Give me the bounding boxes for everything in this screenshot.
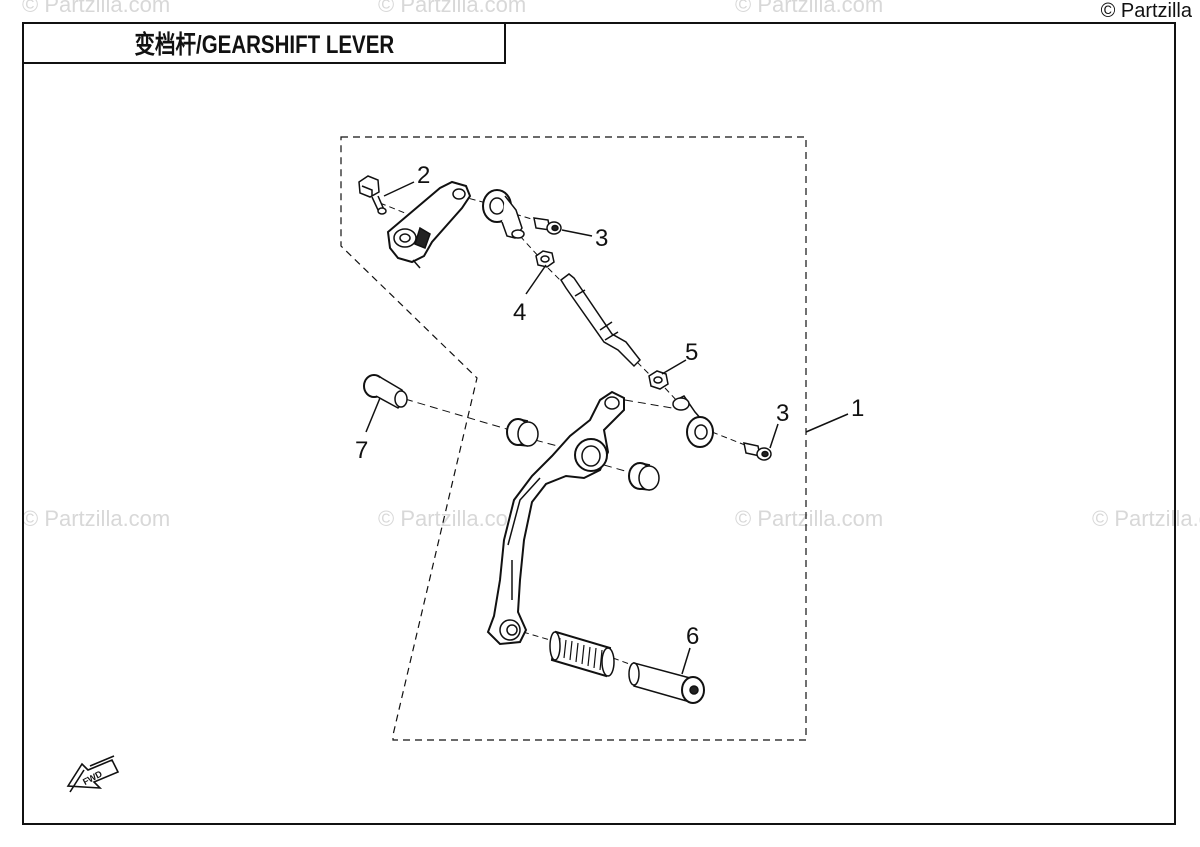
callout-3-lower: 3 [776, 400, 789, 427]
callout-4: 4 [513, 299, 526, 326]
leader-line [383, 181, 415, 197]
foot-peg-rubber [549, 630, 615, 678]
title-box: 变档杆/GEARSHIFT LEVER [22, 22, 506, 64]
center-line [519, 235, 541, 259]
callout-3-upper: 3 [595, 225, 608, 252]
leader-line [365, 397, 381, 433]
leader-line [769, 423, 779, 449]
shift-rod [559, 273, 641, 368]
center-line [379, 202, 411, 216]
center-line [534, 439, 581, 453]
center-line [603, 464, 633, 474]
diagram-frame [22, 22, 1176, 825]
diagram-title: 变档杆/GEARSHIFT LEVER [134, 31, 394, 59]
callout-1: 1 [851, 395, 864, 422]
bolt-part-3-upper [533, 217, 562, 235]
center-line [514, 213, 546, 224]
nut-part-4 [535, 250, 555, 268]
rod-end-upper [482, 189, 525, 239]
pivot-bolt-part-7 [363, 374, 408, 409]
center-line [711, 431, 746, 446]
bushing [506, 418, 539, 447]
leader-line [561, 229, 593, 237]
foot-peg-bolt-part-6 [628, 662, 705, 704]
leader-line [525, 264, 547, 295]
callout-6: 6 [686, 623, 699, 650]
callout-7: 7 [355, 437, 368, 464]
nut-part-5 [648, 370, 669, 390]
callout-2: 2 [417, 162, 430, 189]
upper-shift-arm [386, 180, 472, 269]
center-line [624, 399, 673, 409]
bolt-part-3-lower [743, 442, 772, 461]
bolt-part-2 [358, 175, 387, 215]
leader-line [661, 359, 687, 375]
main-shift-lever [486, 390, 625, 646]
center-line [522, 631, 551, 641]
fwd-arrow-icon [66, 755, 120, 793]
bushing [628, 462, 660, 491]
rod-end-lower [672, 395, 714, 448]
callout-5: 5 [685, 339, 698, 366]
copyright-notice: © Partzilla [1100, 0, 1192, 22]
assembly-boundary [340, 136, 807, 741]
leader-line [805, 413, 849, 433]
leader-line [681, 647, 691, 675]
center-line [404, 398, 511, 431]
center-line [612, 657, 633, 666]
